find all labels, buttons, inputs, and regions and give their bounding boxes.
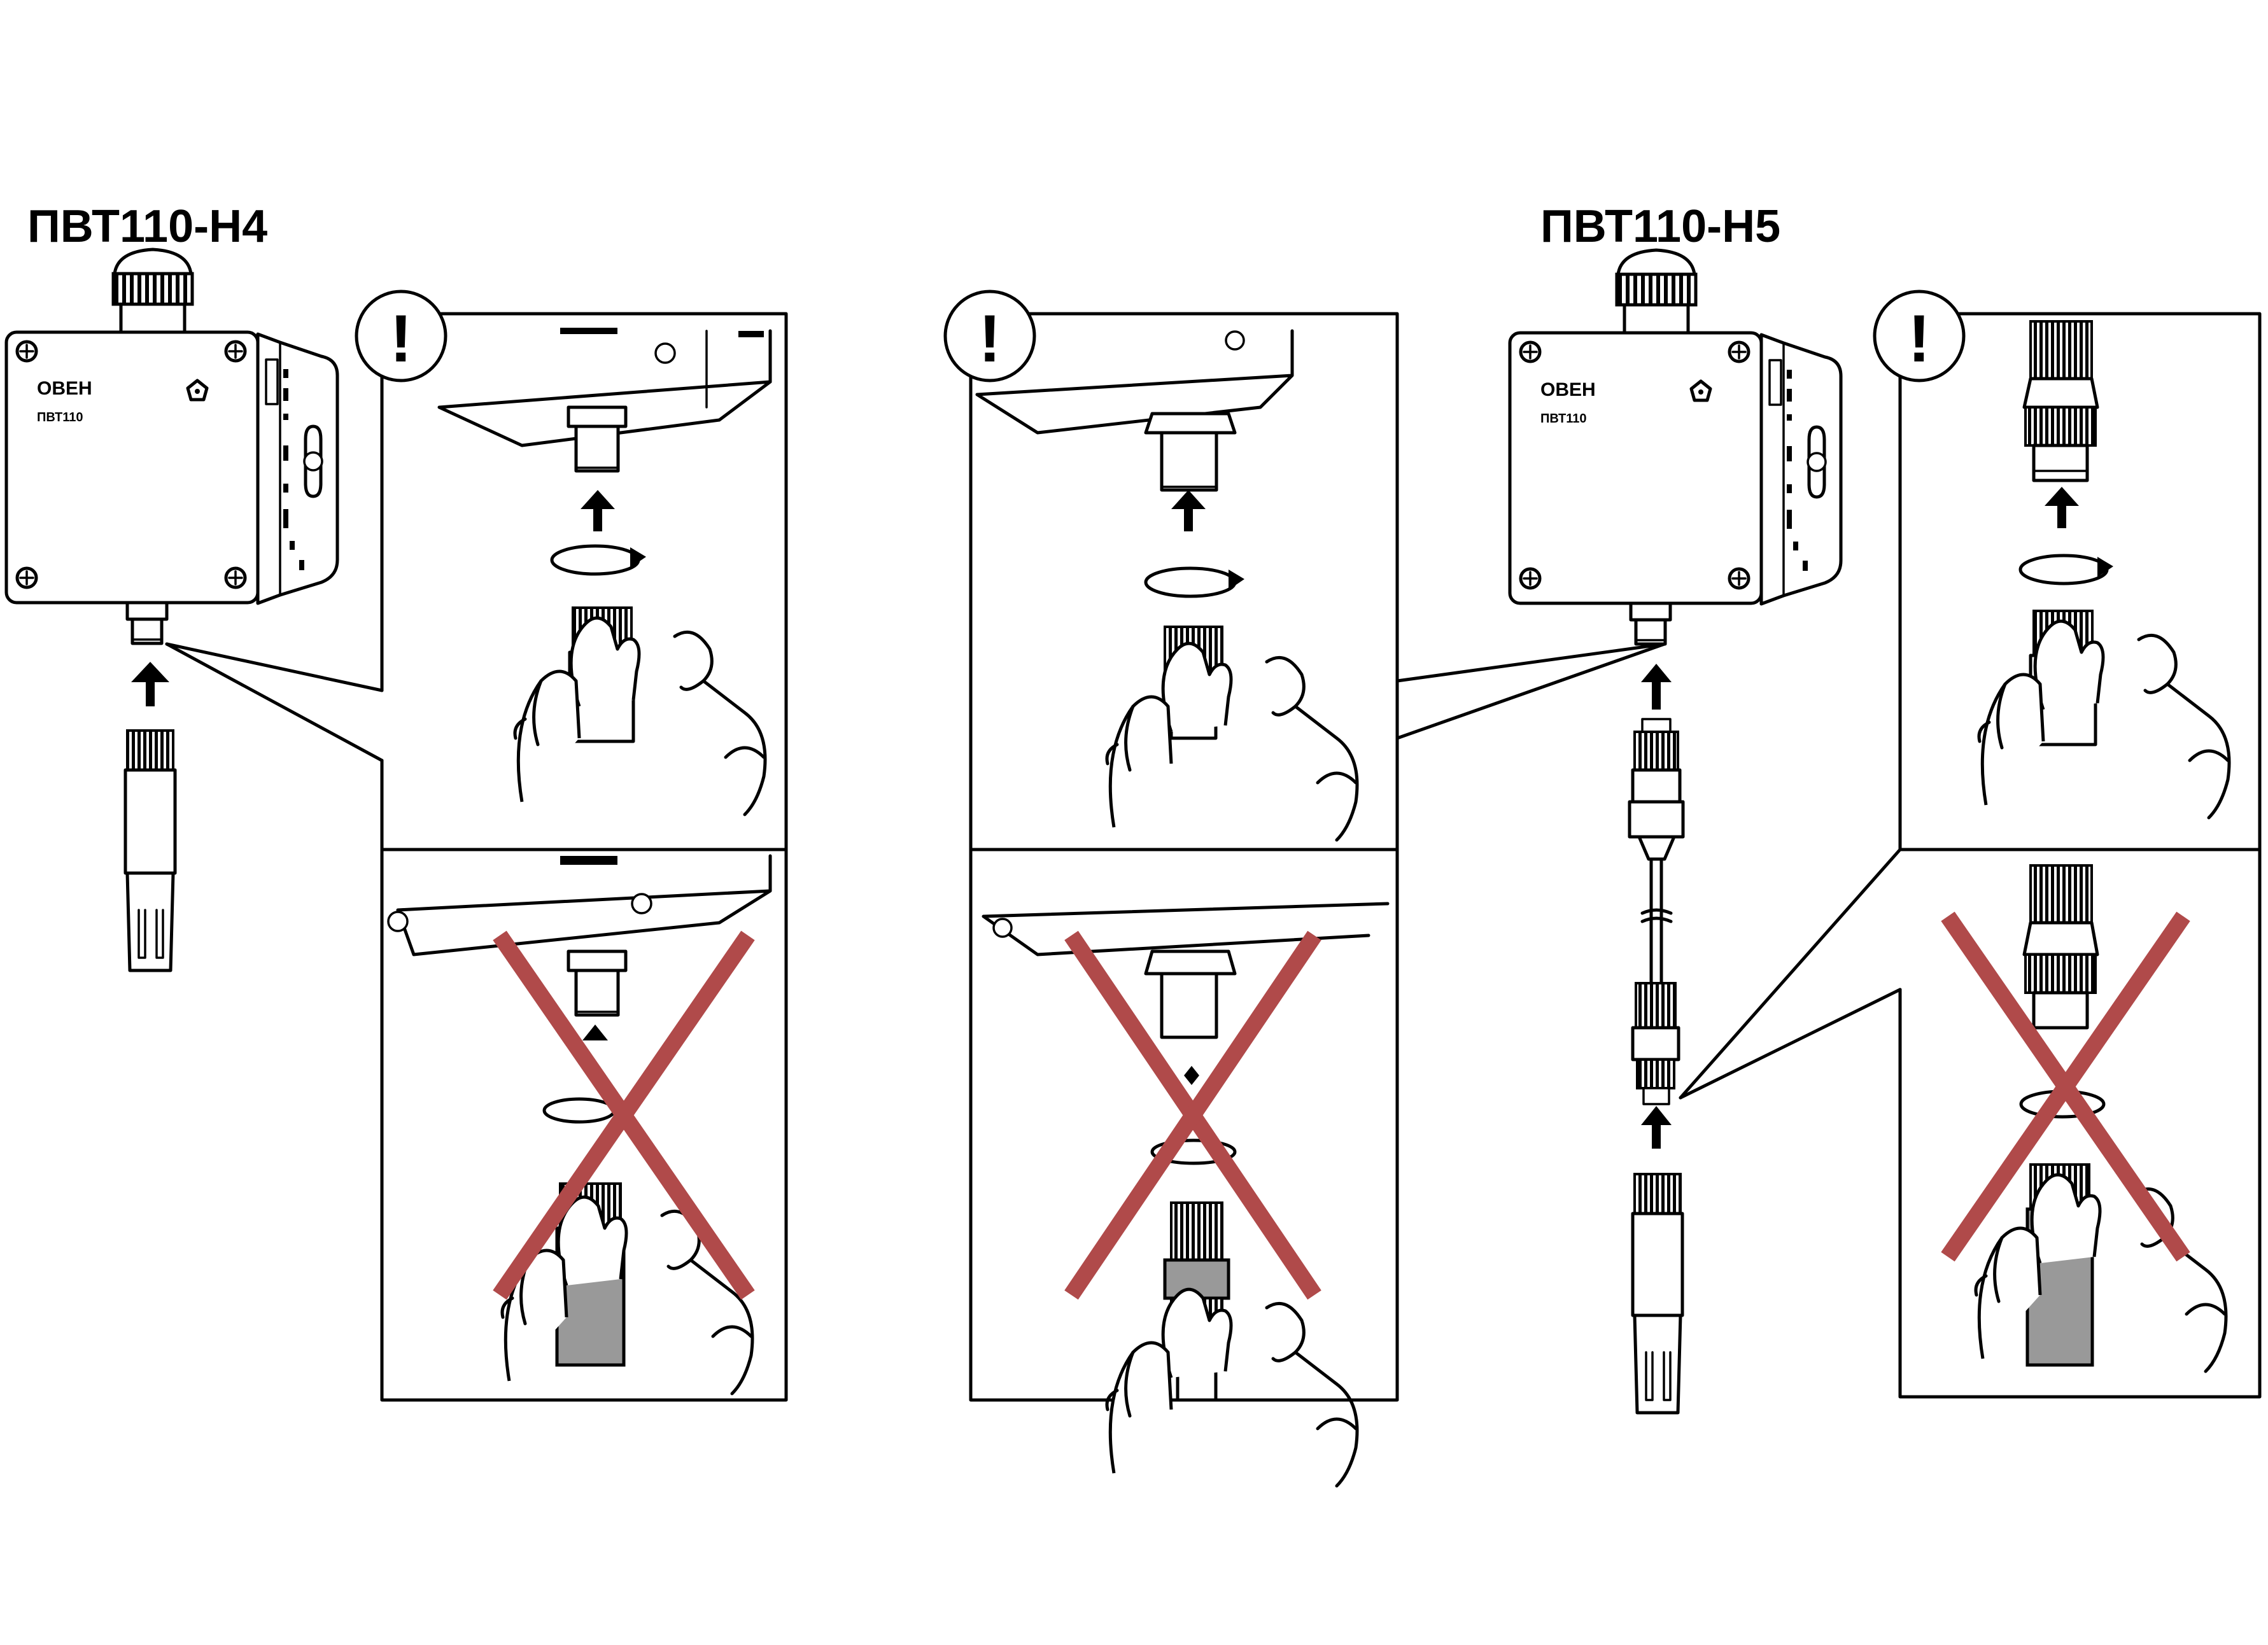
warning-icon: !: [355, 290, 447, 382]
right-model-title: ПВТ110-Н5: [1540, 201, 1780, 252]
left-zoom-leader-bottom: [165, 642, 384, 762]
left-model-title: ПВТ110-Н4: [27, 201, 267, 252]
svg-text:!: !: [979, 302, 1001, 376]
right-cross-mark: [1941, 911, 2190, 1262]
right-zoom-leader-bottom: [1679, 988, 1902, 1100]
middle-zoom-leader-bottom: [1395, 642, 1666, 740]
left-device-enclosure: ОВЕН ПВТ110: [6, 249, 337, 643]
right-device-brand: ОВЕН: [1540, 379, 1596, 400]
left-cross-mark: [493, 930, 755, 1300]
left-insert-arrow: [131, 662, 169, 706]
right-zoom-leader-top: [1679, 848, 1902, 1100]
middle-zoom-leader-top: [1395, 642, 1666, 683]
right-instruction-panel: [1898, 312, 2262, 1399]
middle-incorrect-step: [982, 902, 1390, 1486]
right-humidity-probe: [1631, 1173, 1684, 1415]
middle-cross-mark: [1064, 930, 1321, 1300]
right-incorrect-step: [1976, 864, 2226, 1371]
warning-icon: !: [1873, 290, 1966, 382]
warning-icon: !: [943, 290, 1036, 382]
left-humidity-probe: [123, 729, 177, 972]
right-device-enclosure: ОВЕН ПВТ110: [1510, 250, 1841, 644]
svg-text:!: !: [390, 302, 412, 376]
middle-correct-step: [975, 329, 1357, 840]
left-incorrect-step: [387, 854, 772, 1394]
left-device-model-label: ПВТ110: [37, 410, 83, 424]
svg-text:!: !: [1908, 302, 1931, 376]
right-correct-step: [1979, 320, 2229, 818]
left-zoom-leader-top: [165, 642, 384, 692]
right-device-model-label: ПВТ110: [1540, 412, 1587, 426]
extension-cable: [1628, 664, 1685, 1149]
left-device-brand: ОВЕН: [37, 378, 92, 399]
left-correct-step: [437, 328, 772, 815]
